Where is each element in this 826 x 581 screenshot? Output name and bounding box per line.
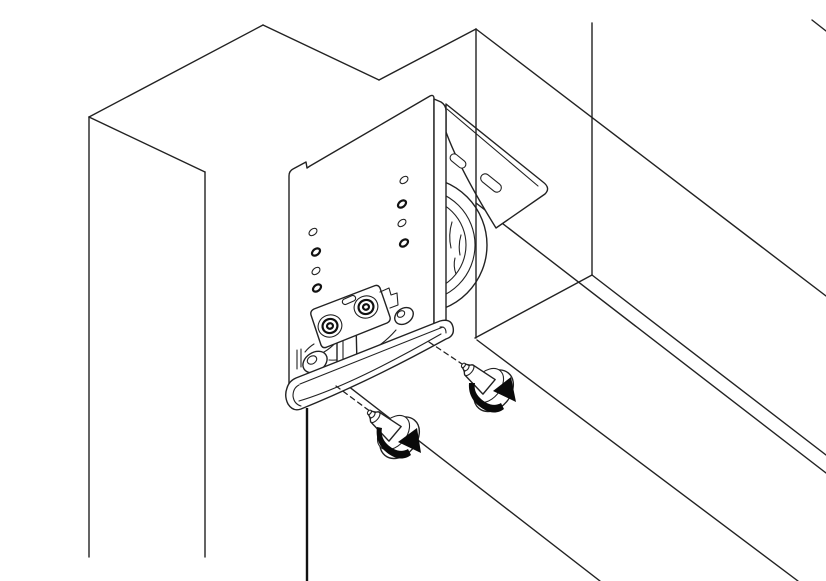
cam-screw-1 — [317, 314, 343, 338]
plate-hem-edge — [433, 98, 447, 332]
flange-slot-1 — [449, 153, 467, 169]
plate-holes-right — [396, 175, 410, 248]
alignment-dashed-lines — [335, 341, 463, 413]
right-tab — [379, 287, 399, 309]
thumbscrew-front — [446, 345, 523, 420]
rotation-arrow-rear — [376, 427, 411, 459]
adjuster-slot — [341, 294, 357, 306]
leader-dash-rear — [335, 385, 372, 413]
roller-groove-ticks — [449, 221, 453, 249]
cam-screw-2 — [353, 295, 379, 319]
opening-frame — [329, 19, 826, 581]
door-bottom-edge — [329, 371, 601, 581]
rotation-arrow-front — [468, 383, 504, 413]
plate-holes-left — [308, 227, 323, 293]
leader-dash-front — [428, 341, 463, 365]
bottom-rail — [285, 319, 455, 411]
flange-slot-2 — [480, 173, 502, 193]
thumbscrew-rear — [352, 392, 429, 467]
left-side-panel — [88, 24, 477, 558]
mounting-flange — [445, 103, 549, 229]
